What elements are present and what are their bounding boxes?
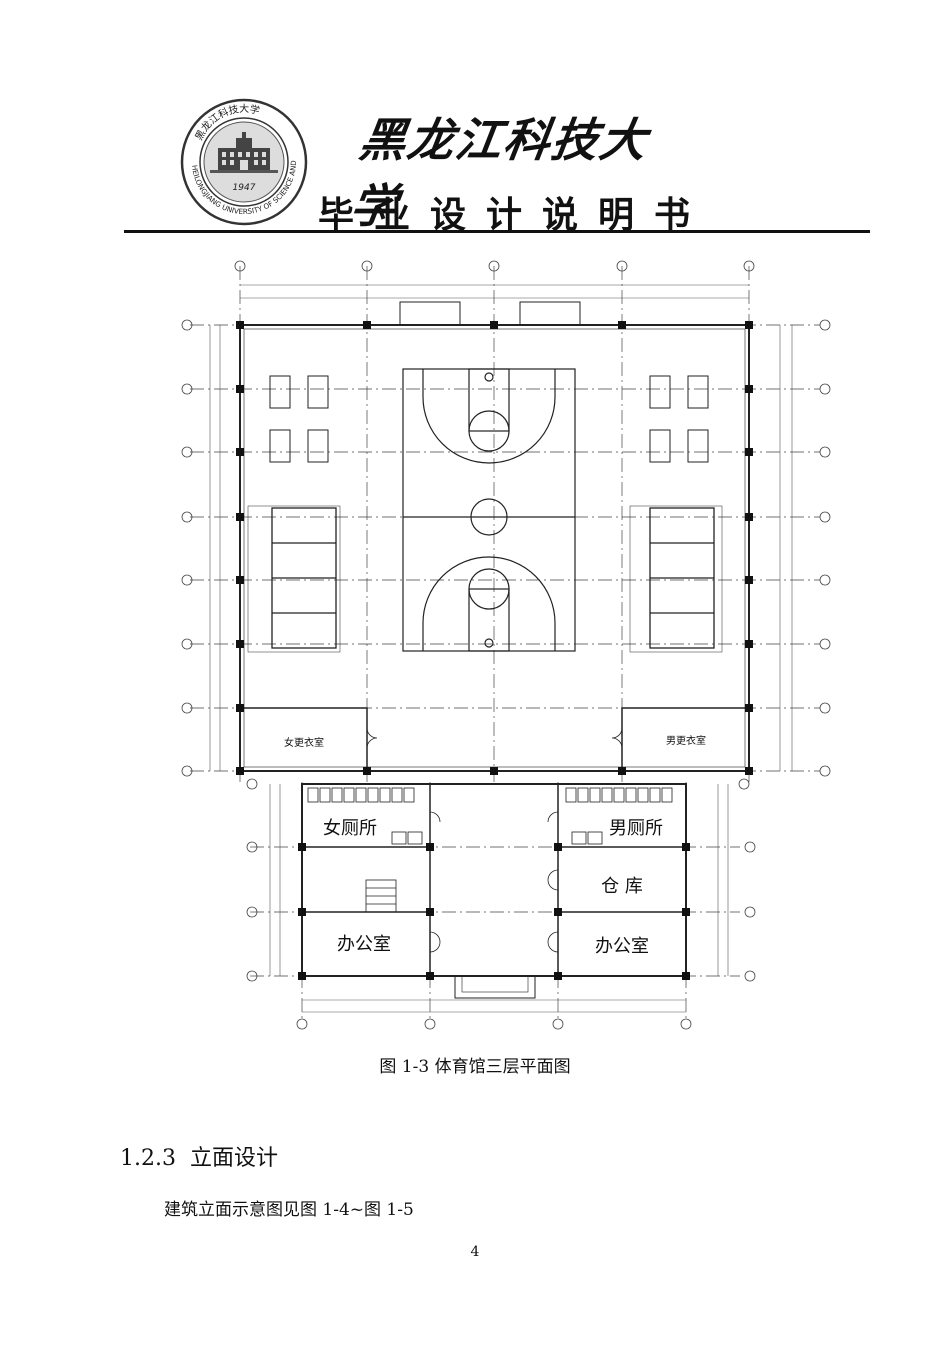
columns (236, 321, 753, 980)
room-label-men-locker: 男更衣室 (666, 734, 706, 747)
axis-grid (190, 266, 820, 1022)
stair (365, 879, 397, 913)
room-label-men-toilet: 男厕所 (609, 818, 663, 839)
section-heading: 1.2.3 立面设计 (120, 1140, 278, 1172)
room-label-storage: 仓 库 (601, 876, 643, 897)
main-hall-wall (239, 324, 750, 772)
body-paragraph: 建筑立面示意图见图 1-4~图 1-5 (164, 1200, 414, 1220)
section-number: 1.2.3 (120, 1146, 176, 1171)
axis-bubbles (181, 260, 831, 1030)
table-tennis-tables (269, 375, 709, 463)
dimension-lines (209, 284, 793, 1013)
university-logo: HEILONGJIANG UNIVERSITY OF SCIENCE AND T… (180, 98, 308, 226)
section-title: 立面设计 (189, 1146, 278, 1171)
room-label-office-right: 办公室 (595, 936, 649, 957)
basketball-court (402, 368, 576, 652)
document-title: 毕业设计说明书 (318, 194, 711, 236)
header-rule (124, 230, 870, 233)
room-label-office-left: 办公室 (337, 934, 391, 955)
room-label-women-toilet: 女厕所 (323, 818, 377, 839)
page-number: 4 (470, 1244, 480, 1260)
floor-plan-drawing: 女更衣室 男更衣室 女厕所 男厕所 仓 库 办公室 办公室 (181, 260, 831, 1030)
seal-year: 1947 (233, 183, 256, 193)
university-name: 黑龙江科技大学 (346, 113, 652, 233)
figure-caption: 图 1-3 体育馆三层平面图 (379, 1057, 571, 1077)
volleyball-courts (247, 505, 723, 653)
room-label-women-locker: 女更衣室 (284, 736, 324, 749)
